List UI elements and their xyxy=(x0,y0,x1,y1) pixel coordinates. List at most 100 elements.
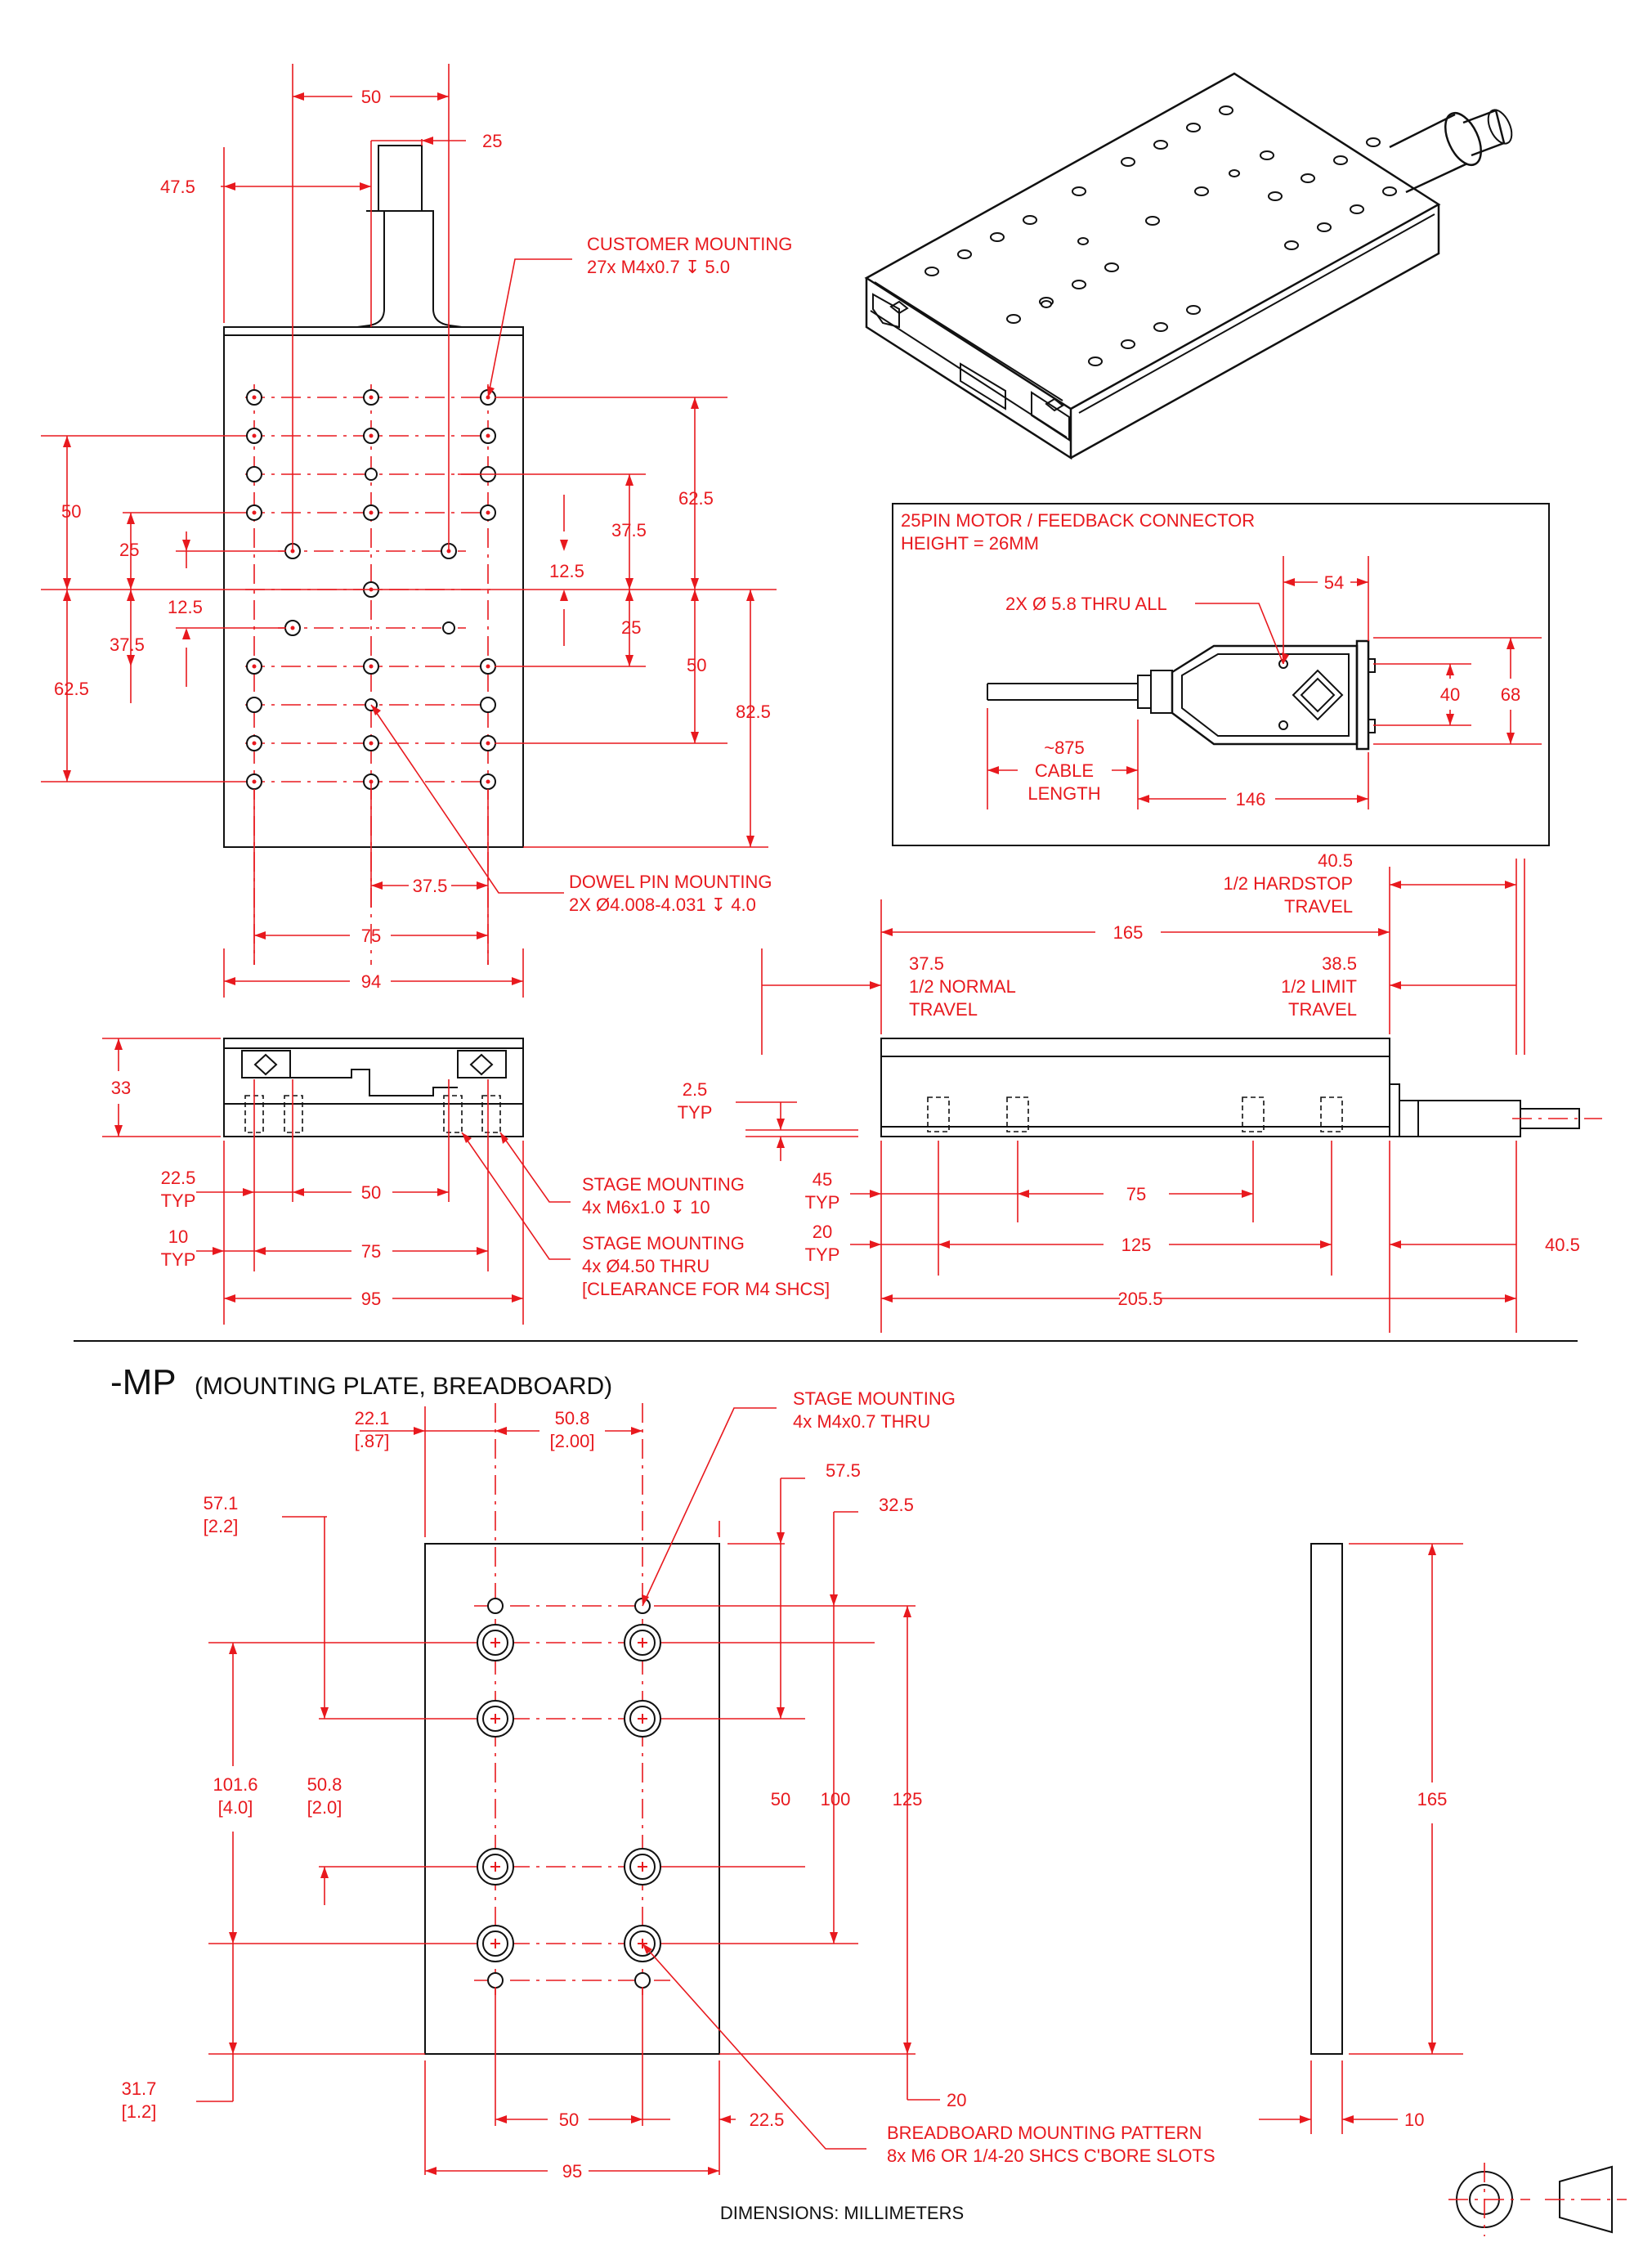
customer-mounting-note-1: CUSTOMER MOUNTING xyxy=(587,234,792,254)
isometric-view xyxy=(864,72,1513,460)
mp-dim-50-8-left: 50.8 xyxy=(307,1774,342,1795)
breadboard-note-2: 8x M6 OR 1/4-20 SHCS C'BORE SLOTS xyxy=(887,2146,1215,2166)
cable-length-2: CABLE xyxy=(1035,760,1094,781)
dim-62-5-left: 62.5 xyxy=(54,679,89,699)
end-dim-95: 95 xyxy=(361,1289,381,1309)
stage-mounting-m4-1: STAGE MOUNTING xyxy=(582,1233,745,1253)
customer-mounting-note-2: 27x M4x0.7 ↧ 5.0 xyxy=(587,257,730,277)
mp-dim-2-2: [2.2] xyxy=(204,1516,239,1536)
iso-front-face xyxy=(865,278,1072,460)
connector-thru-holes: 2X Ø 5.8 THRU ALL xyxy=(1005,594,1167,614)
dim-47-5: 47.5 xyxy=(160,177,195,197)
side-dim-typ-1: TYP xyxy=(678,1102,713,1123)
dim-50-left: 50 xyxy=(61,501,81,522)
dowel-pin-note-2: 2X Ø4.008-4.031 ↧ 4.0 xyxy=(569,895,756,915)
mp-dim-95: 95 xyxy=(562,2161,582,2182)
side-dim-20: 20 xyxy=(813,1222,832,1242)
mp-dimension-lines xyxy=(196,1406,1463,2175)
stage-mounting-m4-3: [CLEARANCE FOR M4 SHCS] xyxy=(582,1279,830,1299)
mp-dim-125: 125 xyxy=(893,1789,923,1809)
mp-dim-165: 165 xyxy=(1417,1789,1448,1809)
end-dim-22-5: 22.5 xyxy=(161,1168,196,1188)
side-dim-typ-3: TYP xyxy=(805,1244,840,1265)
mounting-plate-side xyxy=(1310,1543,1343,2055)
dim-50-right: 50 xyxy=(687,655,706,675)
stage-mounting-m6-2: 4x M6x1.0 ↧ 10 xyxy=(582,1197,710,1217)
mp-stage-mounting-2: 4x M4x0.7 THRU xyxy=(793,1411,930,1432)
iso-top-face xyxy=(864,72,1441,410)
mp-dim-4-0: [4.0] xyxy=(218,1797,253,1818)
top-view-dimension-texts: 50 25 47.5 50 25 12.5 37.5 62.5 62.5 37.… xyxy=(54,87,792,992)
mp-dim-10: 10 xyxy=(1404,2110,1424,2130)
dim-25-left: 25 xyxy=(119,540,139,560)
mp-dim-31-7: 31.7 xyxy=(122,2078,157,2099)
iso-right-face xyxy=(1070,204,1440,460)
top-view: 50 25 47.5 50 25 12.5 37.5 62.5 62.5 37.… xyxy=(41,64,792,998)
top-view-dimension-lines xyxy=(41,64,777,998)
side-dim-45: 45 xyxy=(813,1169,832,1190)
dim-94: 94 xyxy=(361,971,381,992)
side-dim-165: 165 xyxy=(1113,922,1144,943)
mounting-holes-top xyxy=(246,389,496,790)
mp-dim-1-2: [1.2] xyxy=(122,2101,157,2122)
connector-detail-box: 25PIN MOTOR / FEEDBACK CONNECTOR HEIGHT … xyxy=(892,503,1550,846)
mp-dim-50-right: 50 xyxy=(771,1789,790,1809)
dim-62-5-right: 62.5 xyxy=(678,488,714,509)
third-angle-projection-symbol xyxy=(1448,2163,1627,2236)
dim-25-right: 25 xyxy=(621,617,641,638)
dim-12-5-right: 12.5 xyxy=(549,561,584,581)
motor-shaft-outline xyxy=(356,145,463,328)
mp-dim-87: [.87] xyxy=(355,1431,390,1451)
end-dim-33: 33 xyxy=(111,1078,131,1098)
end-dim-typ-1: TYP xyxy=(161,1191,196,1211)
connector-dim-40: 40 xyxy=(1440,684,1460,705)
end-dim-10: 10 xyxy=(168,1226,188,1247)
mp-dim-50-bottom: 50 xyxy=(559,2110,579,2130)
mp-dim-100: 100 xyxy=(821,1789,851,1809)
hardstop-3: TRAVEL xyxy=(1284,896,1353,917)
limit-travel-2: 1/2 LIMIT xyxy=(1281,976,1357,997)
dowel-pin-note-1: DOWEL PIN MOUNTING xyxy=(569,872,772,892)
dim-25-shaft: 25 xyxy=(482,131,502,151)
dim-75-top: 75 xyxy=(361,926,381,946)
mp-dim-2-00: [2.00] xyxy=(549,1431,594,1451)
side-dim-2-5: 2.5 xyxy=(683,1079,708,1100)
dim-37-5-bottom: 37.5 xyxy=(413,876,448,896)
end-dim-typ-2: TYP xyxy=(161,1249,196,1270)
stage-body-top xyxy=(223,326,524,848)
mp-dim-50-8-top: 50.8 xyxy=(555,1408,590,1428)
connector-title-1: 25PIN MOTOR / FEEDBACK CONNECTOR xyxy=(901,510,1255,531)
side-dim-typ-2: TYP xyxy=(805,1192,840,1213)
limit-travel-1: 38.5 xyxy=(1322,953,1357,974)
mp-title: -MP xyxy=(110,1362,177,1402)
connector-title-2: HEIGHT = 26MM xyxy=(901,533,1039,554)
units-note: DIMENSIONS: MILLIMETERS xyxy=(720,2203,964,2223)
hardstop-2: 1/2 HARDSTOP xyxy=(1223,873,1353,894)
cable-length-3: LENGTH xyxy=(1027,783,1100,804)
side-dim-75: 75 xyxy=(1126,1184,1146,1204)
mp-section: -MP (MOUNTING PLATE, BREADBOARD) xyxy=(110,1362,1627,2236)
dim-37-5-left: 37.5 xyxy=(110,635,145,655)
mp-dim-57-1: 57.1 xyxy=(204,1493,239,1513)
end-dim-75: 75 xyxy=(361,1241,381,1262)
mp-stage-mounting-1: STAGE MOUNTING xyxy=(793,1388,956,1409)
mp-dim-22-1: 22.1 xyxy=(355,1408,390,1428)
dim-12-5-left: 12.5 xyxy=(168,597,203,617)
mp-dim-20: 20 xyxy=(947,2090,966,2110)
mp-dim-57-5: 57.5 xyxy=(826,1460,861,1481)
normal-travel-2: 1/2 NORMAL xyxy=(909,976,1016,997)
side-dim-205-5: 205.5 xyxy=(1117,1289,1162,1309)
side-view: 40.5 1/2 HARDSTOP TRAVEL 165 37.5 1/2 NO… xyxy=(678,850,1602,1333)
side-dim-40-5: 40.5 xyxy=(1545,1235,1580,1255)
mounting-plate-outline xyxy=(424,1543,720,2055)
end-dim-50: 50 xyxy=(361,1182,381,1203)
mp-dim-22-5: 22.5 xyxy=(750,2110,785,2130)
stage-mounting-m4-2: 4x Ø4.50 THRU xyxy=(582,1256,710,1276)
dim-37-5-right: 37.5 xyxy=(611,520,647,540)
breadboard-holes xyxy=(477,1598,661,1989)
normal-travel-3: TRAVEL xyxy=(909,999,978,1020)
normal-travel-1: 37.5 xyxy=(909,953,944,974)
mp-dim-101-6: 101.6 xyxy=(213,1774,257,1795)
mp-dim-2-0: [2.0] xyxy=(307,1797,342,1818)
breadboard-note-1: BREADBOARD MOUNTING PATTERN xyxy=(887,2123,1202,2143)
